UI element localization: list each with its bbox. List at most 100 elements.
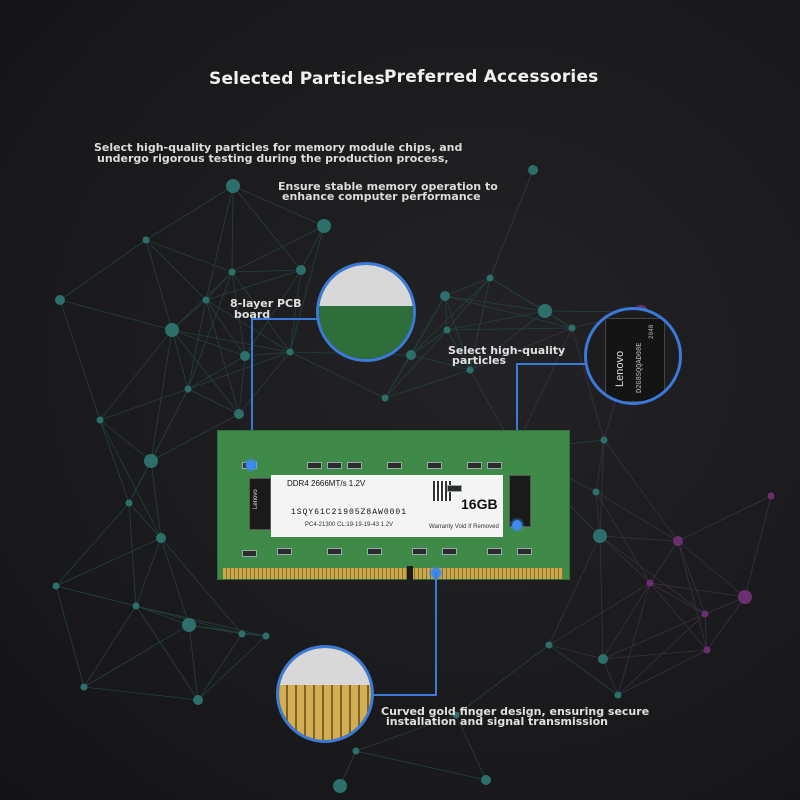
network-node bbox=[738, 590, 752, 604]
network-edge bbox=[83, 605, 137, 688]
network-edge bbox=[231, 185, 234, 273]
network-edge bbox=[150, 329, 173, 462]
network-node bbox=[452, 711, 460, 719]
network-edge bbox=[469, 310, 546, 371]
network-edge bbox=[289, 225, 325, 353]
smd-component bbox=[327, 548, 342, 555]
network-node bbox=[286, 348, 294, 356]
network-edge bbox=[59, 299, 173, 331]
network-edge bbox=[706, 596, 746, 651]
network-edge bbox=[446, 329, 471, 371]
smd-component bbox=[277, 548, 292, 555]
network-edge bbox=[704, 596, 746, 615]
network-edge bbox=[410, 329, 448, 356]
network-edge bbox=[231, 269, 302, 273]
network-node bbox=[701, 610, 709, 618]
network-edge bbox=[231, 271, 291, 353]
smd-component bbox=[517, 548, 532, 555]
callout-pcb-connector bbox=[251, 318, 321, 320]
network-node bbox=[646, 579, 654, 587]
callout-pcb-connector-vertical bbox=[251, 318, 253, 464]
network-edge bbox=[238, 351, 291, 415]
network-edge bbox=[171, 329, 189, 390]
network-node bbox=[238, 630, 246, 638]
network-edge bbox=[59, 239, 147, 301]
chip-zoom-circle: Lenovo D2G8SQQAD08E 2048 bbox=[584, 307, 682, 405]
network-edge bbox=[469, 327, 573, 371]
network-node bbox=[317, 219, 331, 233]
network-edge bbox=[135, 605, 190, 626]
heading-preferred-accessories: Preferred Accessories bbox=[384, 67, 599, 87]
network-edge bbox=[135, 537, 162, 607]
network-edge bbox=[649, 582, 706, 615]
gold-finger-zoom-circle bbox=[276, 645, 374, 743]
chip-code-text: D2G8SQQAD08E bbox=[636, 342, 644, 393]
network-node bbox=[55, 295, 65, 305]
network-edge bbox=[548, 535, 601, 646]
network-edge bbox=[677, 540, 746, 598]
network-node bbox=[352, 747, 360, 755]
network-edge bbox=[99, 419, 162, 539]
network-edge bbox=[171, 329, 291, 353]
intro-line-2: undergo rigorous testing during the prod… bbox=[97, 152, 449, 165]
smd-component bbox=[447, 485, 462, 492]
network-edge bbox=[384, 329, 448, 399]
network-node bbox=[234, 409, 244, 419]
module-capacity: 16GB bbox=[461, 496, 498, 512]
network-node bbox=[598, 654, 608, 664]
network-node bbox=[600, 436, 608, 444]
network-edge bbox=[571, 327, 605, 441]
network-edge bbox=[187, 271, 233, 390]
network-edge bbox=[99, 388, 189, 421]
network-edge bbox=[289, 351, 386, 399]
network-edge bbox=[602, 649, 708, 660]
pcb-zoom-circle bbox=[316, 262, 416, 362]
network-node bbox=[593, 529, 607, 543]
network-node bbox=[381, 394, 389, 402]
network-edge bbox=[232, 185, 302, 271]
network-edge bbox=[145, 185, 234, 241]
network-edge bbox=[128, 502, 162, 539]
network-edge bbox=[205, 185, 234, 301]
network-node bbox=[182, 618, 196, 632]
side-chip-left: Lenovo bbox=[249, 478, 271, 530]
network-edge bbox=[231, 225, 325, 273]
smd-component bbox=[387, 462, 402, 469]
network-edge bbox=[446, 327, 573, 331]
network-edge bbox=[83, 686, 199, 701]
network-edge bbox=[444, 295, 471, 371]
network-edge bbox=[99, 419, 152, 462]
network-edge bbox=[384, 354, 412, 399]
network-edge bbox=[187, 388, 240, 415]
network-edge bbox=[197, 633, 243, 701]
network-edge bbox=[446, 277, 491, 331]
network-edge bbox=[649, 582, 746, 598]
network-edge bbox=[704, 613, 708, 651]
network-edge bbox=[444, 295, 546, 312]
network-edge bbox=[197, 635, 267, 701]
network-node bbox=[125, 499, 133, 507]
network-edge bbox=[188, 624, 267, 637]
network-edge bbox=[205, 269, 302, 301]
network-node bbox=[240, 351, 250, 361]
callout-gold-line-1: Curved gold finger design, ensuring secu… bbox=[381, 705, 650, 718]
network-node bbox=[443, 326, 451, 334]
smd-component bbox=[347, 462, 362, 469]
network-edge bbox=[187, 351, 291, 390]
network-edge bbox=[300, 225, 325, 271]
network-node bbox=[52, 582, 60, 590]
network-edge bbox=[232, 185, 325, 227]
network-edge bbox=[244, 269, 302, 357]
smd-component bbox=[327, 462, 342, 469]
network-edge bbox=[649, 582, 708, 651]
network-node bbox=[80, 683, 88, 691]
network-edge bbox=[444, 295, 448, 331]
network-node bbox=[296, 265, 306, 275]
network-node bbox=[226, 179, 240, 193]
network-edge bbox=[548, 644, 604, 660]
intro-line-1: Select high-quality particles for memory… bbox=[94, 141, 463, 154]
network-edge bbox=[455, 714, 487, 781]
callout-particles-connector bbox=[516, 363, 586, 365]
smd-component bbox=[307, 462, 322, 469]
network-edge bbox=[599, 535, 706, 615]
